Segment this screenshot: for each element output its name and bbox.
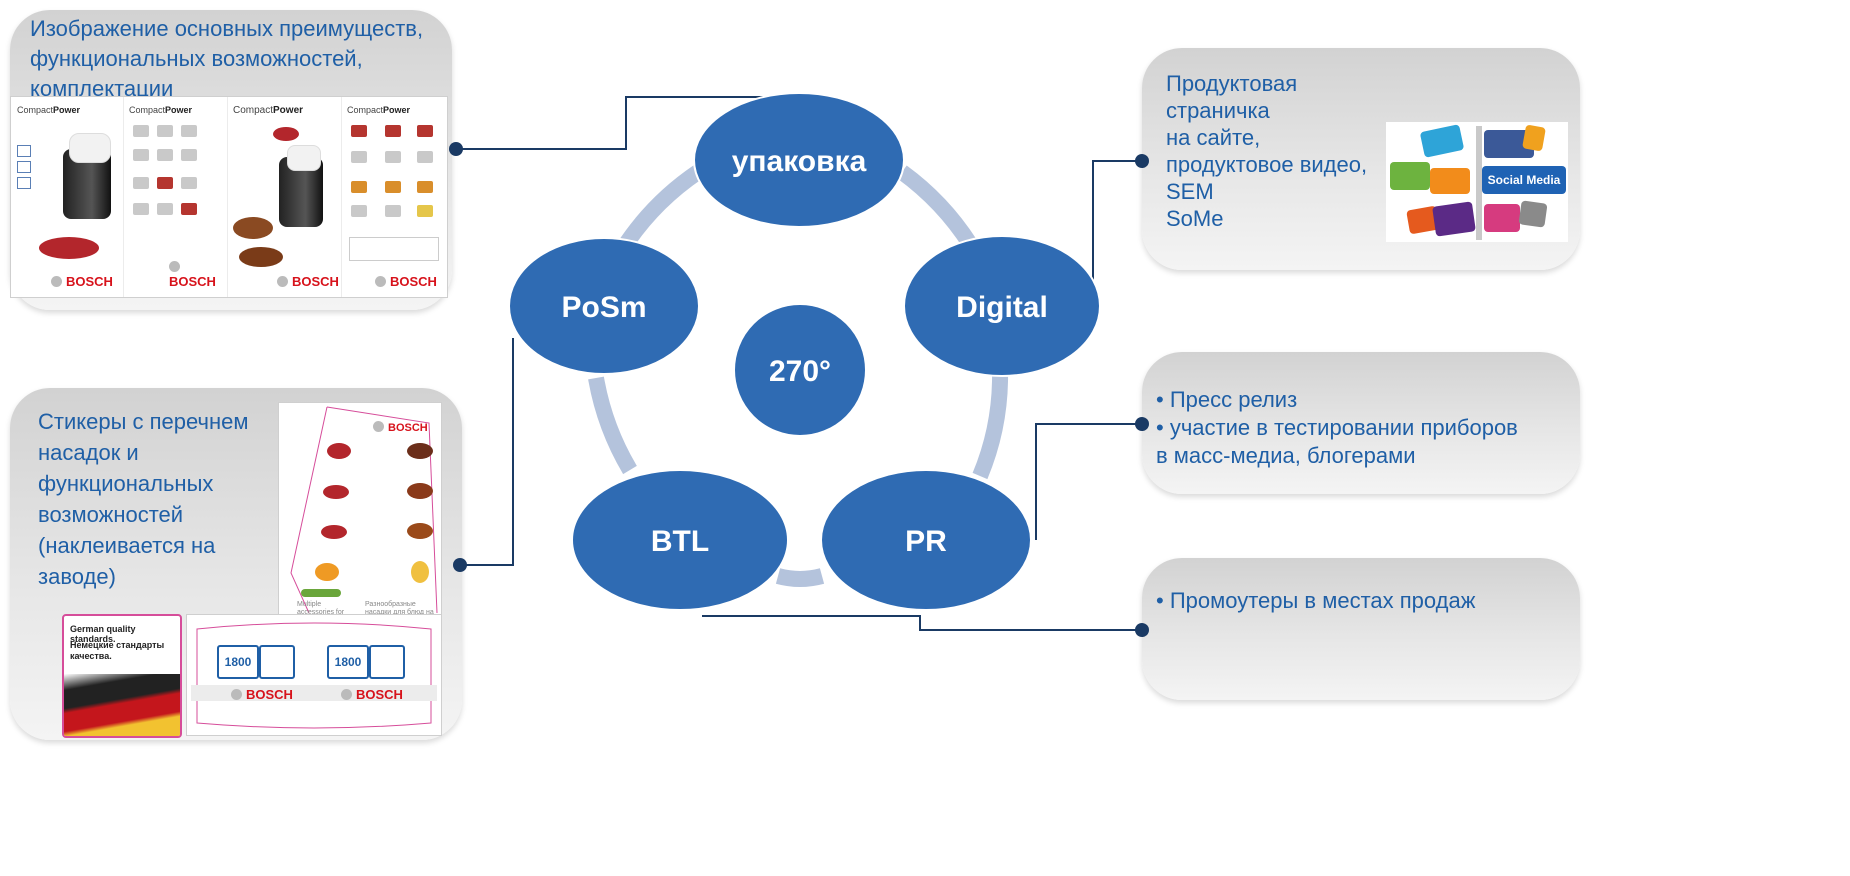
ring-arc-pr-btl	[775, 568, 825, 587]
node-label-digital: Digital	[956, 291, 1048, 324]
text-line: (наклеивается на	[38, 533, 216, 558]
node-label-btl: BTL	[651, 525, 709, 558]
bosch-logo: BOSCH	[373, 421, 428, 434]
series-title: CompactPower	[129, 105, 193, 115]
german-quality-ru: Немецкие стандарты качества.	[70, 640, 165, 661]
text-line: насадок и	[38, 440, 139, 465]
capacity-badge	[259, 645, 295, 679]
bosch-logo: BOSCH	[341, 687, 403, 702]
pr-box	[1142, 352, 1580, 494]
german-quality-en: German quality standards.	[70, 624, 136, 644]
social-media-sign-image: Social Media	[1386, 122, 1568, 242]
text-line: заводе)	[38, 564, 116, 589]
series-title: CompactPower	[17, 105, 81, 115]
pr-description: • Пресс релиз • участие в тестировании п…	[1156, 386, 1576, 470]
text-line: в масс-медиа, блогерами	[1156, 443, 1416, 468]
connector-digital	[1092, 160, 1142, 284]
power-sticker-image: 1800 W 1800 W BOSCH BOSCH	[186, 614, 442, 736]
german-quality-sticker-image: German quality standards. Немецкие станд…	[62, 614, 182, 738]
sticker-caption-en: Multiple accessories for varied dishes.	[297, 601, 345, 616]
node-digital	[903, 235, 1101, 377]
brochure-panel: CompactPower BOSCH	[11, 97, 124, 297]
connector-pr	[1035, 423, 1142, 540]
stickers-description: Стикеры с перечнем насадок и функциональ…	[38, 406, 278, 592]
bosch-logo: BOSCH	[169, 259, 227, 289]
btl-box	[1142, 558, 1580, 700]
text-line: на сайте,	[1166, 125, 1261, 150]
text-line: • участие в тестировании приборов	[1156, 415, 1518, 440]
node-pr	[820, 469, 1032, 611]
ring-arc-posm-packaging	[615, 165, 703, 255]
node-packaging	[693, 92, 905, 228]
text-line: • Промоутеры в местах продаж	[1156, 588, 1476, 613]
text-line: Продуктовая страничка	[1166, 71, 1298, 123]
brochure-panel: CompactPower BOSCH	[227, 97, 342, 297]
text-line: продуктовое видео,	[1166, 152, 1368, 177]
text-line: Изображение основных преимуществ,	[30, 16, 424, 41]
sticker-caption-ru: Разнообразные насадки для блюд на любой …	[365, 601, 434, 616]
node-label-posm: PoSm	[561, 291, 646, 324]
bosch-logo: BOSCH	[231, 687, 293, 702]
text-line: функциональных возможностей,	[30, 46, 363, 71]
accessories-sticker-image: BOSCH Multiple accessories for varied di…	[278, 402, 442, 616]
node-label-packaging: упаковка	[732, 145, 867, 178]
text-line: SoMe	[1166, 206, 1224, 231]
series-title: CompactPower	[347, 105, 411, 115]
text-line: SEM	[1166, 179, 1214, 204]
bosch-logo: BOSCH	[51, 274, 113, 289]
text-line: возможностей	[38, 502, 184, 527]
meat-image	[39, 237, 99, 259]
btl-description: • Промоутеры в местах продаж	[1156, 586, 1576, 616]
connector-dot	[1135, 154, 1149, 168]
brochure-panel: CompactPower BOSCH	[123, 97, 228, 297]
node-posm	[508, 237, 700, 375]
connector-dot	[1135, 417, 1149, 431]
connector-posm	[460, 338, 514, 566]
ring-arc-digital-pr	[972, 369, 1009, 480]
connector-dot	[449, 142, 463, 156]
node-center	[733, 303, 867, 437]
connector-btl	[702, 615, 1142, 631]
text-line: Стикеры с перечнем	[38, 409, 249, 434]
node-label-pr: PR	[905, 525, 947, 558]
packaging-brochure-image: CompactPower BOSCH CompactPower BOSCH Co…	[10, 96, 448, 298]
connector-dot	[453, 558, 467, 572]
node-btl	[571, 469, 789, 611]
connector-packaging	[456, 96, 794, 150]
bosch-logo: BOSCH	[375, 274, 437, 289]
social-media-label: Social Media	[1482, 166, 1566, 194]
power-badge: 1800 W	[217, 645, 259, 699]
connector-dot	[1135, 623, 1149, 637]
german-flag-image	[64, 674, 180, 736]
node-label-center: 270°	[769, 355, 831, 388]
text-line: • Пресс релиз	[1156, 387, 1298, 412]
brochure-panel: CompactPower BOSCH	[341, 97, 447, 297]
series-title: CompactPower	[233, 105, 304, 116]
text-line: функциональных	[38, 471, 214, 496]
ring-arc-packaging-digital	[897, 165, 977, 249]
digital-description: Продуктовая страничка на сайте, продукто…	[1166, 70, 1396, 232]
bosch-logo: BOSCH	[277, 274, 339, 289]
capacity-badge	[369, 645, 405, 679]
ring-arc-btl-posm	[588, 376, 637, 475]
